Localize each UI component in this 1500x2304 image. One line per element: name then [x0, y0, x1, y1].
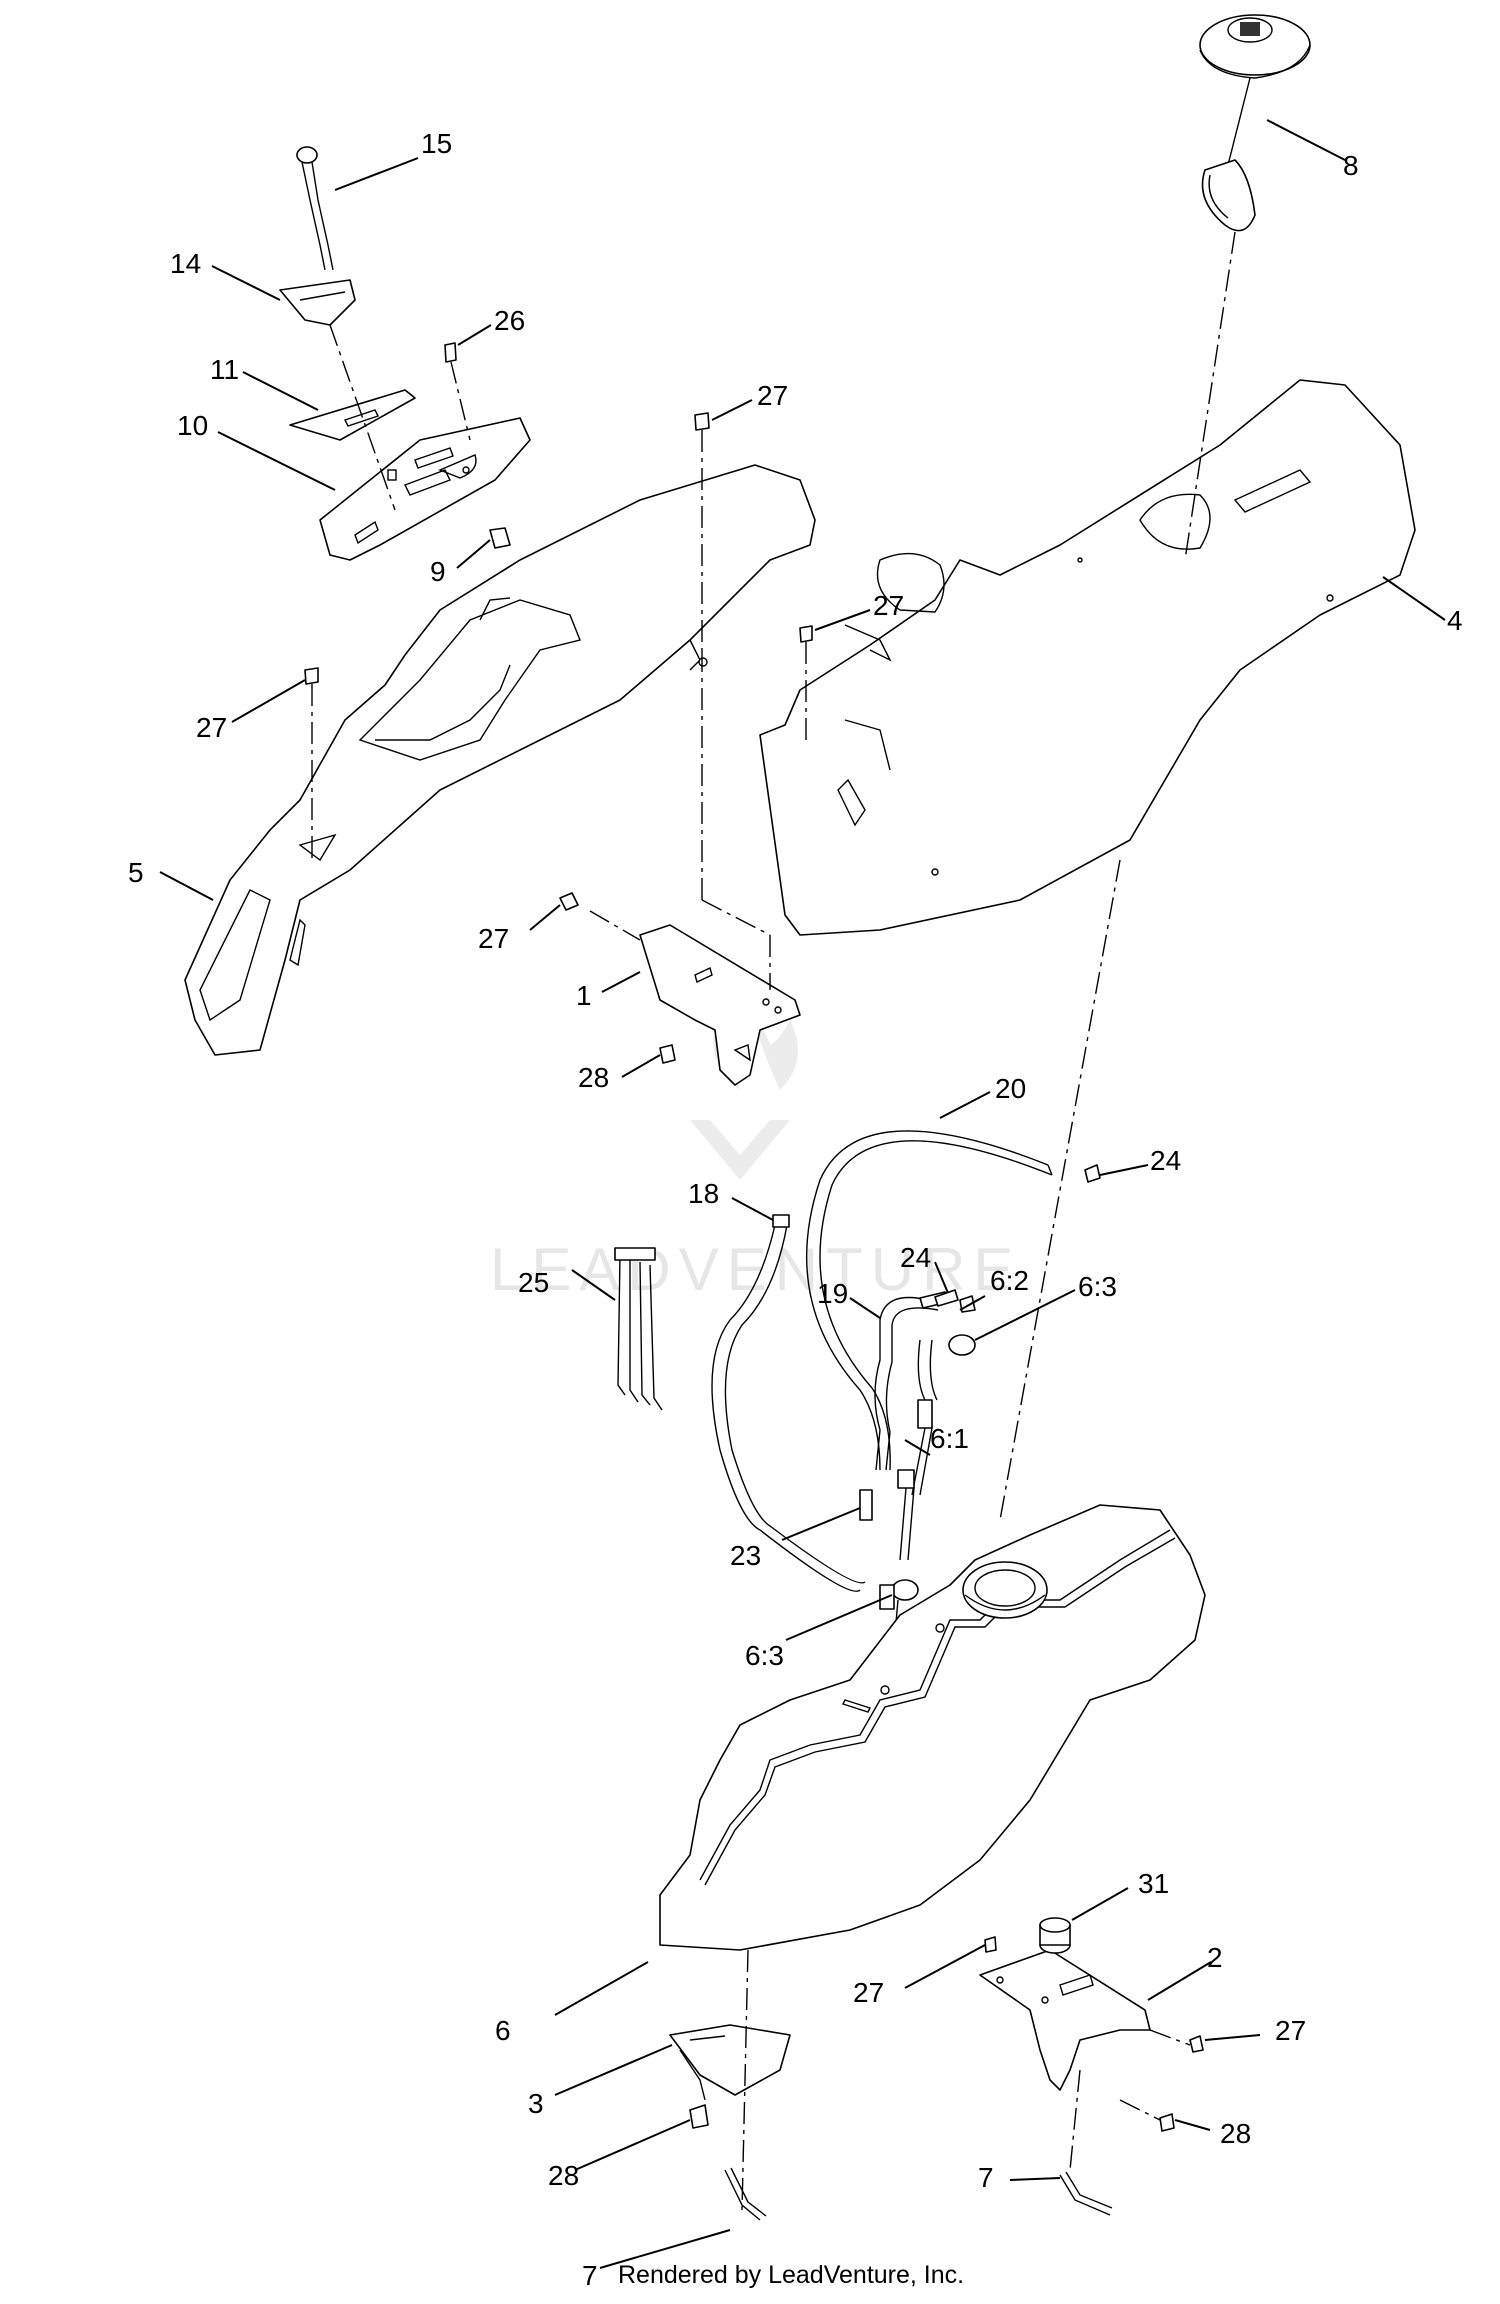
watermark-text: LEADVENTURE [490, 1236, 1021, 1303]
callout-24-right: 24 [1150, 1145, 1181, 1176]
footer-credit: Rendered by LeadVenture, Inc. [618, 2261, 964, 2289]
callout-19: 19 [817, 1278, 848, 1309]
callout-10: 10 [177, 410, 208, 441]
part-27-bolt-a [559, 892, 579, 911]
callout-7-right: 7 [978, 2162, 994, 2193]
dash-line-bracket-2 [1069, 2069, 1081, 2171]
callout-20: 20 [995, 1073, 1026, 1104]
dash-line-center [999, 859, 1121, 1521]
part-25-cable-ties [614, 1247, 663, 1411]
dash-line-cap [1184, 231, 1236, 561]
callout-28-left: 28 [548, 2160, 579, 2191]
leadventure-watermark: LEADVENTURE [490, 1010, 1021, 1303]
callout-27-mid: 27 [478, 923, 509, 954]
part-26-screw [444, 342, 471, 441]
part-27-fasteners [304, 412, 813, 900]
callout-leaders [159, 119, 1446, 2269]
callout-14: 14 [170, 248, 201, 279]
part-2-bracket [979, 1949, 1151, 2091]
callout-27-top: 27 [757, 380, 788, 411]
part-27-bolt-b [984, 1936, 1204, 2053]
callout-5: 5 [128, 857, 144, 888]
callout-6: 6 [495, 2015, 511, 2046]
part-3-bracket [669, 2024, 791, 2129]
part-20-hose [806, 1130, 1053, 1471]
part-14-15-knob [279, 146, 397, 511]
callout-9: 9 [430, 556, 446, 587]
callout-27-tank: 27 [873, 590, 904, 621]
callout-24-mid: 24 [900, 1242, 931, 1273]
part-24-fittings [934, 1164, 1101, 1313]
callout-labels: 15 14 26 11 10 27 9 8 4 27 27 5 27 1 28 … [128, 128, 1463, 2291]
callout-4: 4 [1447, 605, 1463, 636]
callout-25: 25 [518, 1267, 549, 1298]
callout-28-right: 28 [1220, 2118, 1251, 2149]
callout-6-3-bottom: 6:3 [745, 1640, 784, 1671]
part-6-2-valve [897, 1339, 938, 1561]
part-23-fitting [859, 1489, 895, 1610]
part-6-3-grommets [891, 1334, 976, 1601]
part-5-console [184, 464, 816, 1056]
part-10-plate [319, 417, 531, 561]
callout-6-3-top: 6:3 [1078, 1271, 1117, 1302]
part-18-hose [711, 1214, 866, 1592]
callout-27-bracket: 27 [853, 1977, 884, 2008]
part-1-bracket [589, 899, 801, 1086]
callout-28-mid: 28 [578, 1062, 609, 1093]
part-9-clip [489, 527, 511, 549]
callout-27-right: 27 [1275, 2015, 1306, 2046]
part-28-bolt-a [659, 1044, 676, 1064]
callout-6-1: 6:1 [930, 1423, 969, 1454]
callout-7-bottom: 7 [582, 2260, 598, 2291]
callout-1: 1 [576, 980, 592, 1011]
callout-2: 2 [1207, 1942, 1223, 1973]
callout-15: 15 [421, 128, 452, 159]
callout-31: 31 [1138, 1868, 1169, 1899]
part-11-bracket [289, 389, 416, 441]
part-28-bolt-b [1119, 2099, 1175, 2132]
part-6-fuel-tank [659, 1504, 1206, 1951]
callout-6-2: 6:2 [990, 1265, 1029, 1296]
part-4-tank-cover [759, 379, 1416, 936]
callout-26: 26 [494, 305, 525, 336]
callout-18: 18 [688, 1178, 719, 1209]
callout-23: 23 [730, 1540, 761, 1571]
part-31-bumper [1039, 1917, 1071, 1954]
dash-line-tank-3 [741, 1949, 749, 2211]
callout-8: 8 [1343, 150, 1359, 181]
part-7-clip-a [724, 2167, 767, 2221]
part-7-clip-b [1059, 2171, 1113, 2216]
part-8-fuel-cap [1199, 14, 1311, 232]
callout-27-left: 27 [196, 712, 227, 743]
callout-3: 3 [528, 2088, 544, 2119]
callout-11: 11 [210, 354, 239, 385]
